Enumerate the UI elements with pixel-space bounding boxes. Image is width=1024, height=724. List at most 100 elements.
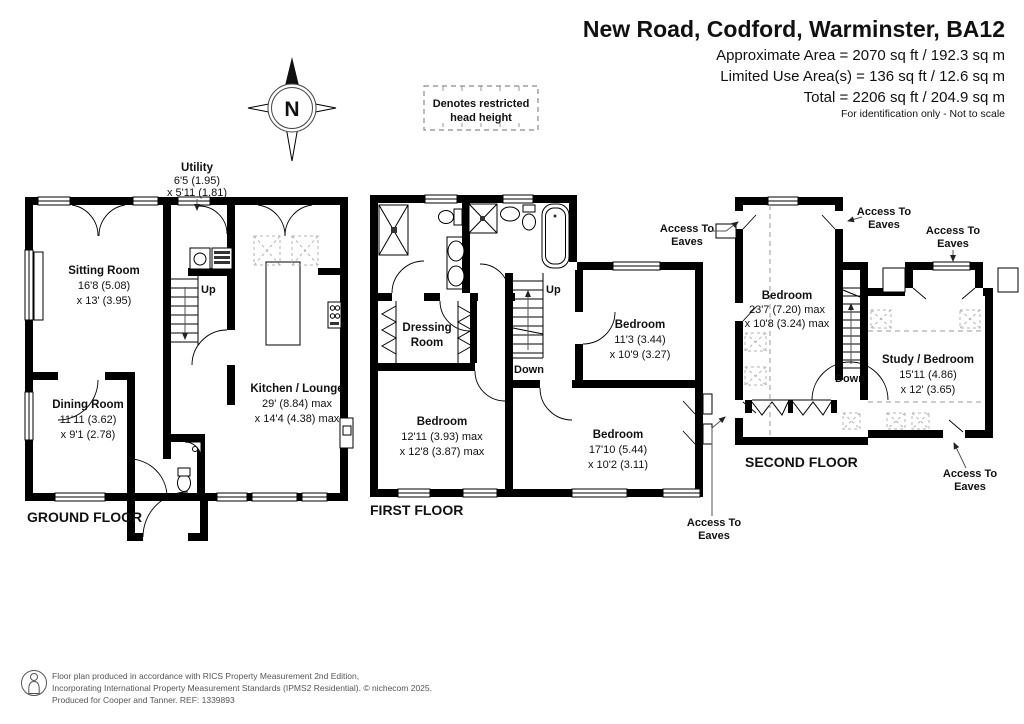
wardrobe-icon (751, 401, 789, 416)
toilet-icon (438, 210, 454, 224)
footer: Floor plan produced in accordance with R… (21, 670, 432, 705)
footer-line2: Incorporating International Property Mea… (52, 683, 432, 693)
first-floor-fixtures (378, 203, 713, 445)
access-to-eaves-label: Access To Eaves (926, 225, 980, 262)
eaves-text: Eaves (698, 530, 730, 542)
ground-floor-doors (57, 204, 313, 538)
wardrobe-icon (380, 305, 398, 355)
access-to-eaves-label: Access To Eaves (943, 442, 997, 493)
basin-icon (447, 240, 465, 262)
bedroom3-dim2: x 10'2 (3.11) (588, 459, 648, 471)
sitting-room-dim2: x 13' (3.95) (77, 295, 132, 307)
sitting-room-dim1: 16'8 (5.08) (78, 280, 130, 292)
second-floor-windows (767, 196, 971, 271)
dressing-room-label1: Dressing (402, 322, 451, 334)
study-bedroom-dim2: x 12' (3.65) (901, 384, 956, 396)
header: New Road, Codford, Warminster, BA12 Appr… (583, 16, 1005, 120)
eaves-hatch (702, 393, 713, 415)
kitchen-island (265, 261, 301, 346)
sitting-room-label: Sitting Room (68, 265, 140, 277)
eaves-labels: Access To Eaves Access To Eaves Access T… (660, 206, 997, 542)
eaves-text: Access To (660, 223, 714, 235)
bedroom1-dim1: 12'11 (3.93) max (401, 431, 483, 443)
ground-floor-title: GROUND FLOOR (27, 509, 142, 525)
utility-dim2: x 5'11 (1.81) (167, 187, 227, 199)
dining-room-dim2: x 9'1 (2.78) (61, 429, 116, 441)
footer-line1: Floor plan produced in accordance with R… (52, 671, 359, 681)
second-floor-title: SECOND FLOOR (745, 454, 858, 470)
limited-area-text: Limited Use Area(s) = 136 sq ft / 12.6 s… (720, 68, 1005, 85)
first-floor-stairs[interactable] (512, 273, 544, 359)
utility-dim1: 6'5 (1.95) (174, 175, 220, 187)
wc-basin-icon (184, 441, 202, 459)
eaves-text: Eaves (937, 238, 969, 250)
bedroom3-dim1: 17'10 (5.44) (589, 444, 647, 456)
basin-icon (447, 265, 465, 287)
wardrobe-icon (456, 305, 474, 355)
eaves-text: Eaves (868, 219, 900, 231)
eaves-text: Access To (857, 206, 911, 218)
compass-icon: N (247, 57, 337, 162)
first-floor-labels: Dressing Room Bedroom 12'11 (3.93) max x… (370, 284, 670, 518)
eaves-hatch (702, 423, 713, 445)
study-bedroom-dim1: 15'11 (4.86) (899, 369, 957, 381)
dressing-room-label2: Room (411, 337, 444, 349)
ground-floor-plan: Utility 6'5 (1.95) x 5'11 (1.81) Sitting… (24, 162, 354, 541)
bedroom2-label: Bedroom (615, 319, 665, 331)
eaves-text: Eaves (954, 481, 986, 493)
utility-label: Utility (181, 162, 214, 174)
first-floor-windows (397, 194, 701, 498)
second-floor-labels: Bedroom 23'7 (7.20) max x 10'8 (3.24) ma… (745, 290, 974, 470)
legend-line2: head height (450, 112, 512, 124)
bedroom2-dim1: 11'3 (3.44) (614, 334, 665, 346)
legend-line1: Denotes restricted (433, 98, 530, 110)
ground-floor-labels: Utility 6'5 (1.95) x 5'11 (1.81) Sitting… (27, 162, 344, 525)
kitchen-lounge-dim2: x 14'4 (4.38) max (255, 413, 340, 425)
study-bedroom-label: Study / Bedroom (882, 354, 974, 366)
bath-icon (541, 203, 570, 269)
compass-north-label: N (284, 98, 299, 121)
ground-floor-fixtures (33, 235, 354, 492)
person-logo-icon (21, 670, 47, 696)
first-stairs-down-label: Down (514, 364, 544, 376)
eaves-text: Access To (687, 517, 741, 529)
restricted-height-legend: Denotes restricted head height (423, 85, 539, 131)
access-to-eaves-label: Access To Eaves (687, 416, 741, 542)
bedroom3-label: Bedroom (593, 429, 643, 441)
ground-stairs-up-label: Up (201, 284, 216, 296)
second-bedroom-dim2: x 10'8 (3.24) max (745, 318, 830, 330)
eaves-text: Access To (926, 225, 980, 237)
wardrobe-icon (792, 401, 832, 416)
kitchen-lounge-dim1: 29' (8.84) max (262, 398, 332, 410)
bedroom1-label: Bedroom (417, 416, 467, 428)
second-floor-stairs[interactable] (811, 287, 889, 401)
first-stairs-up-label: Up (546, 284, 561, 296)
kitchen-lounge-label: Kitchen / Lounge (250, 383, 343, 395)
eaves-text: Access To (943, 468, 997, 480)
second-stairs-down-label: Down (835, 373, 865, 385)
bedroom2-dim2: x 10'9 (3.27) (610, 349, 671, 361)
page-title: New Road, Codford, Warminster, BA12 (583, 16, 1005, 42)
wc-toilet-icon (177, 474, 191, 492)
ground-floor-stairs[interactable] (171, 273, 199, 345)
access-to-eaves-label: Access To Eaves (847, 206, 911, 231)
second-floor-storage (745, 399, 837, 416)
total-area-text: Total = 2206 sq ft / 204.9 sq m (804, 89, 1005, 106)
second-floor-restricted-areas (744, 205, 985, 437)
bedroom1-dim2: x 12'8 (3.87) max (400, 446, 485, 458)
first-floor-doors (391, 260, 616, 421)
access-to-eaves-label: Access To Eaves (660, 221, 739, 248)
eaves-text: Eaves (671, 236, 703, 248)
toilet-icon (522, 213, 536, 231)
ground-floor-windows (24, 196, 328, 502)
first-floor-plan: Dressing Room Bedroom 12'11 (3.93) max x… (370, 194, 713, 518)
identification-note: For identification only - Not to scale (841, 108, 1005, 120)
first-floor-title: FIRST FLOOR (370, 502, 463, 518)
basin-icon (500, 206, 520, 222)
second-bedroom-label: Bedroom (762, 290, 812, 302)
dining-room-dim1: 11'11 (3.62) (60, 414, 117, 426)
second-floor-plan: Bedroom 23'7 (7.20) max x 10'8 (3.24) ma… (715, 196, 1019, 470)
approx-area-text: Approximate Area = 2070 sq ft / 192.3 sq… (716, 47, 1005, 64)
